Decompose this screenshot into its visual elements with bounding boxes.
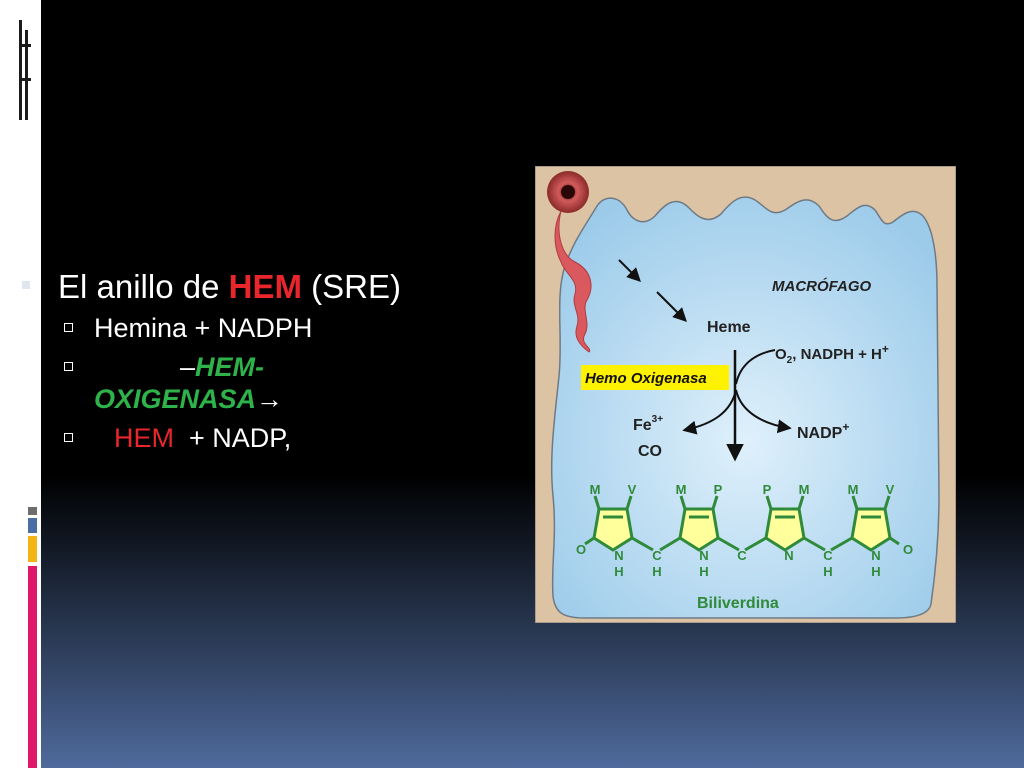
pyrrole-ring-4 <box>850 507 892 552</box>
bullet-sub-3: HEM + NADP, <box>22 422 492 454</box>
macrophage-label: MACRÓFAGO <box>772 277 871 295</box>
nadp-label: NADP+ <box>797 420 849 442</box>
biliverdin-structure <box>584 495 900 552</box>
iron-label: Fe3+ <box>633 414 663 434</box>
svg-text:H: H <box>699 564 708 579</box>
bullet-hollow-square-icon <box>64 362 73 371</box>
right-arrow-icon: → <box>256 384 284 414</box>
svg-text:H: H <box>614 564 623 579</box>
enzyme-label-bg <box>581 365 729 390</box>
bullet-hollow-square-icon <box>64 323 73 332</box>
heme-degradation-figure: MACRÓFAGO Heme O2, NADPH + H+ Hemo Oxige… <box>534 165 957 624</box>
heme-label: Heme <box>707 319 751 336</box>
svg-text:C: C <box>652 548 662 563</box>
enzyme-label: Hemo Oxigenasa <box>585 370 707 387</box>
co-label: CO <box>638 443 662 460</box>
bullet-main: El anillo de HEM (SRE) <box>22 265 492 309</box>
rbc-center <box>561 185 575 199</box>
uptake-arrow-2 <box>656 291 687 322</box>
svg-text:O: O <box>576 542 586 557</box>
svg-text:N: N <box>871 548 880 563</box>
enzyme-name: HEM-OXIGENASA <box>94 352 265 414</box>
svg-text:N: N <box>699 548 708 563</box>
cofactor-in-arrow <box>735 349 776 385</box>
substituent-1: M <box>590 482 601 497</box>
substituent-6: M <box>799 482 810 497</box>
svg-text:H: H <box>871 564 880 579</box>
bullet-sub-2: –HEM-OXIGENASA→ <box>22 351 304 415</box>
bullet-sub-1: Hemina + NADPH <box>22 312 492 344</box>
bullet-hollow-square-icon <box>64 433 73 442</box>
nadp-out-arrow <box>735 389 792 434</box>
substituent-8: V <box>886 482 895 497</box>
decoration-bar-pink <box>28 566 37 768</box>
pyrrole-ring-3 <box>764 507 806 552</box>
decoration-bar-blue <box>28 518 37 533</box>
pyrrole-ring-1 <box>592 507 634 552</box>
biliverdin-labels: M V M P P M M V O N H C H N H C N C H N … <box>576 482 913 579</box>
svg-text:H: H <box>652 564 661 579</box>
svg-text:N: N <box>614 548 623 563</box>
substituent-7: M <box>848 482 859 497</box>
substituent-5: P <box>763 482 772 497</box>
svg-text:N: N <box>784 548 793 563</box>
svg-text:H: H <box>823 564 832 579</box>
decoration-bar-yellow <box>28 536 37 562</box>
substituent-2: V <box>628 482 637 497</box>
decoration-bars-top <box>19 20 31 120</box>
svg-text:O: O <box>903 542 913 557</box>
rbc-tail <box>554 210 592 353</box>
bullet-square-icon <box>22 281 30 289</box>
decoration-bar-gray <box>28 507 37 515</box>
bullet-list: El anillo de HEM (SRE) Hemina + NADPH –H… <box>22 265 492 454</box>
pyrrole-ring-2 <box>678 507 720 552</box>
hem-highlight: HEM <box>228 268 302 305</box>
uptake-arrow-1 <box>618 259 641 282</box>
fe-co-out-arrow <box>682 389 737 435</box>
cofactors-label: O2, NADPH + H+ <box>775 342 889 366</box>
svg-text:C: C <box>823 548 833 563</box>
substituent-4: P <box>714 482 723 497</box>
svg-text:C: C <box>737 548 747 563</box>
product-label: Biliverdina <box>697 595 779 612</box>
substituent-3: M <box>676 482 687 497</box>
